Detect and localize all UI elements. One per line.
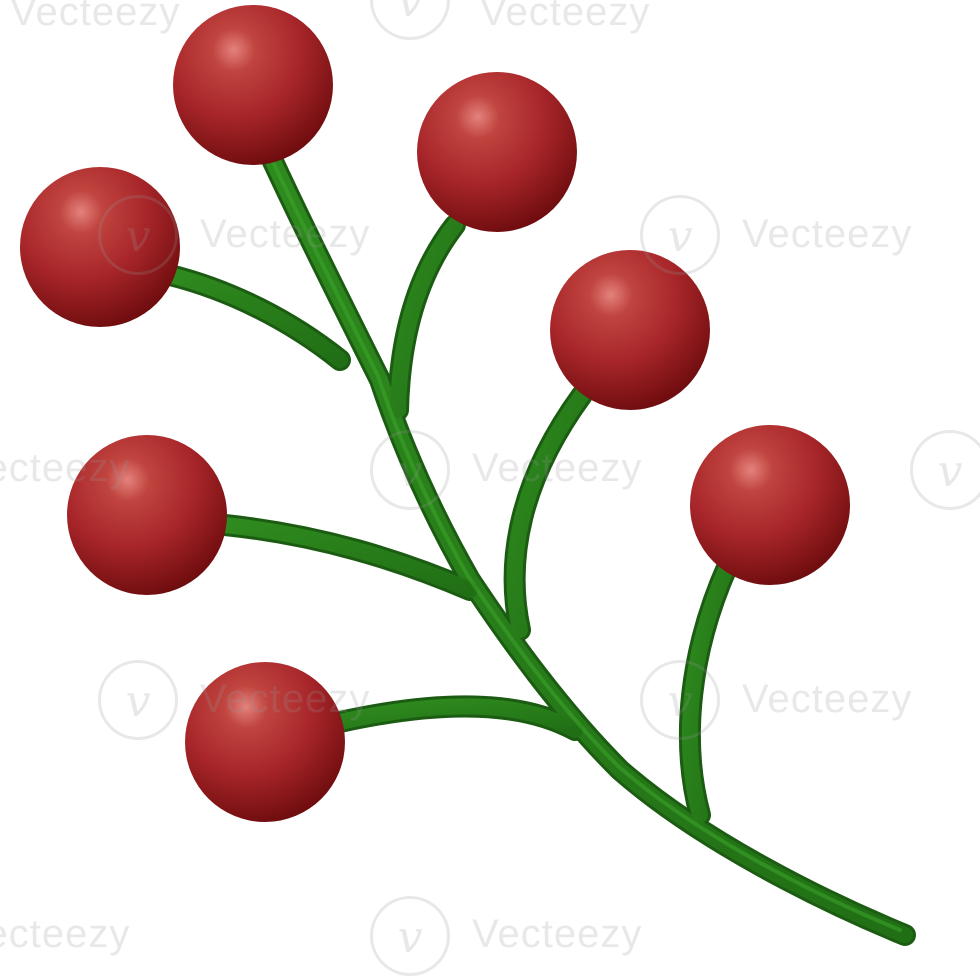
berry-left-upper	[20, 167, 180, 327]
berry-far-right	[690, 425, 850, 585]
berry-left-middle	[67, 435, 227, 595]
berry-top-middle	[417, 72, 577, 232]
berries	[20, 5, 850, 822]
berry-middle-right	[550, 250, 710, 410]
berry-top-left	[173, 5, 333, 165]
berry-bottom-left	[185, 662, 345, 822]
branch-stems	[159, 144, 916, 946]
